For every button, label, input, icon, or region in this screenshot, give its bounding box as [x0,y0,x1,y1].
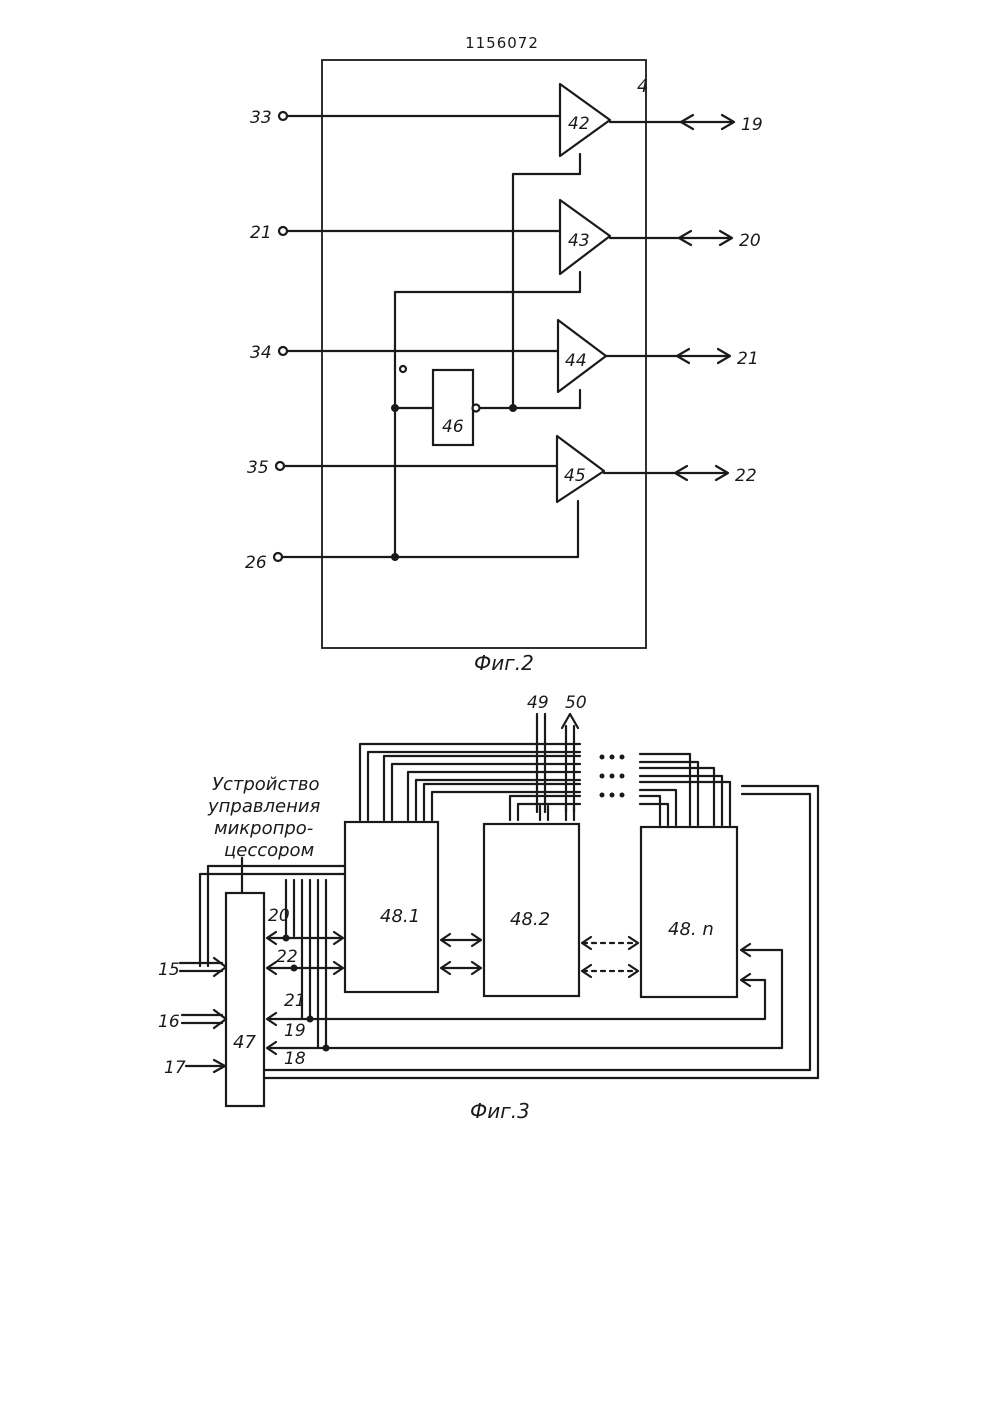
fig2-input-label: 34 [250,343,272,363]
fig2-input-label: 21 [250,223,272,243]
fig3-module-label: 48. n [668,919,714,940]
fig3-line-label: 18 [284,1049,306,1069]
fig3-module-block [639,825,739,999]
fig2-input-label: 26 [245,553,267,573]
fig3-caption: Фиг.3 [470,1099,530,1123]
fig3-line-label: 19 [284,1021,306,1041]
fig2-inverter-bubble [471,403,481,413]
fig3-controller-block [224,891,266,1108]
fig2-junction [509,404,517,412]
fig2-amplifier [558,198,612,276]
fig2-input-pin [277,225,289,237]
fig3-line-label: 21 [284,991,306,1011]
document-number: 1156072 [465,34,539,52]
fig3-module-label: 48.2 [510,909,550,930]
fig2-input-pin [277,110,289,122]
fig2-amplifier [556,318,608,394]
fig2-output-label: 20 [739,231,761,251]
fig3-bus-label: 49 [527,693,549,713]
fig3-controller-caption: Устройство [212,774,320,795]
fig3-controller-caption: цессором [224,840,314,861]
fig3-module-block [343,820,440,994]
fig3-bus-label: 50 [565,693,587,713]
fig2-input-pin [272,551,284,563]
fig2-junction [391,404,399,412]
fig2-amplifier-label: 43 [568,231,590,251]
fig2-inverter-label: 46 [442,417,464,437]
fig2-output-label: 22 [735,466,757,486]
fig3-input-label: 15 [158,960,180,980]
fig3-controller-caption: микропро- [214,818,313,839]
fig2-amplifier-label: 45 [564,466,586,486]
fig2-block-label: 4 [637,76,648,97]
fig3-module-label: 48.1 [380,906,420,927]
fig2-small-circle [398,364,408,374]
fig3-line-label: 20 [268,906,290,926]
fig2-output-label: 19 [741,115,763,135]
fig2-caption: Фиг.2 [474,651,534,675]
fig3-bus-ellipsis [599,754,625,798]
fig2-input-label: 35 [247,458,269,478]
fig3-controller-caption: управления [207,796,321,817]
fig2-amplifier [555,434,606,504]
fig3-line-label: 22 [276,947,298,967]
fig2-amplifier [558,82,612,158]
fig2-input-pin [274,460,286,472]
fig2-amplifier-label: 44 [565,351,587,371]
fig2-amplifier-label: 42 [568,114,590,134]
fig3-module-block [482,822,581,998]
fig2-input-pin [277,345,289,357]
fig2-junction [391,553,399,561]
fig3-input-label: 16 [158,1012,180,1032]
fig3-diagram: Устройство управления микропро- цессором… [158,693,820,1123]
fig3-input-label: 17 [164,1058,186,1078]
fig2-output-label: 21 [737,349,759,369]
fig2-diagram: 4 33 21 34 35 26 42 43 44 45 46 [245,59,763,675]
fig3-controller-label: 47 [233,1032,256,1053]
fig2-input-label: 33 [250,108,272,128]
fig2-block-frame [321,59,647,649]
